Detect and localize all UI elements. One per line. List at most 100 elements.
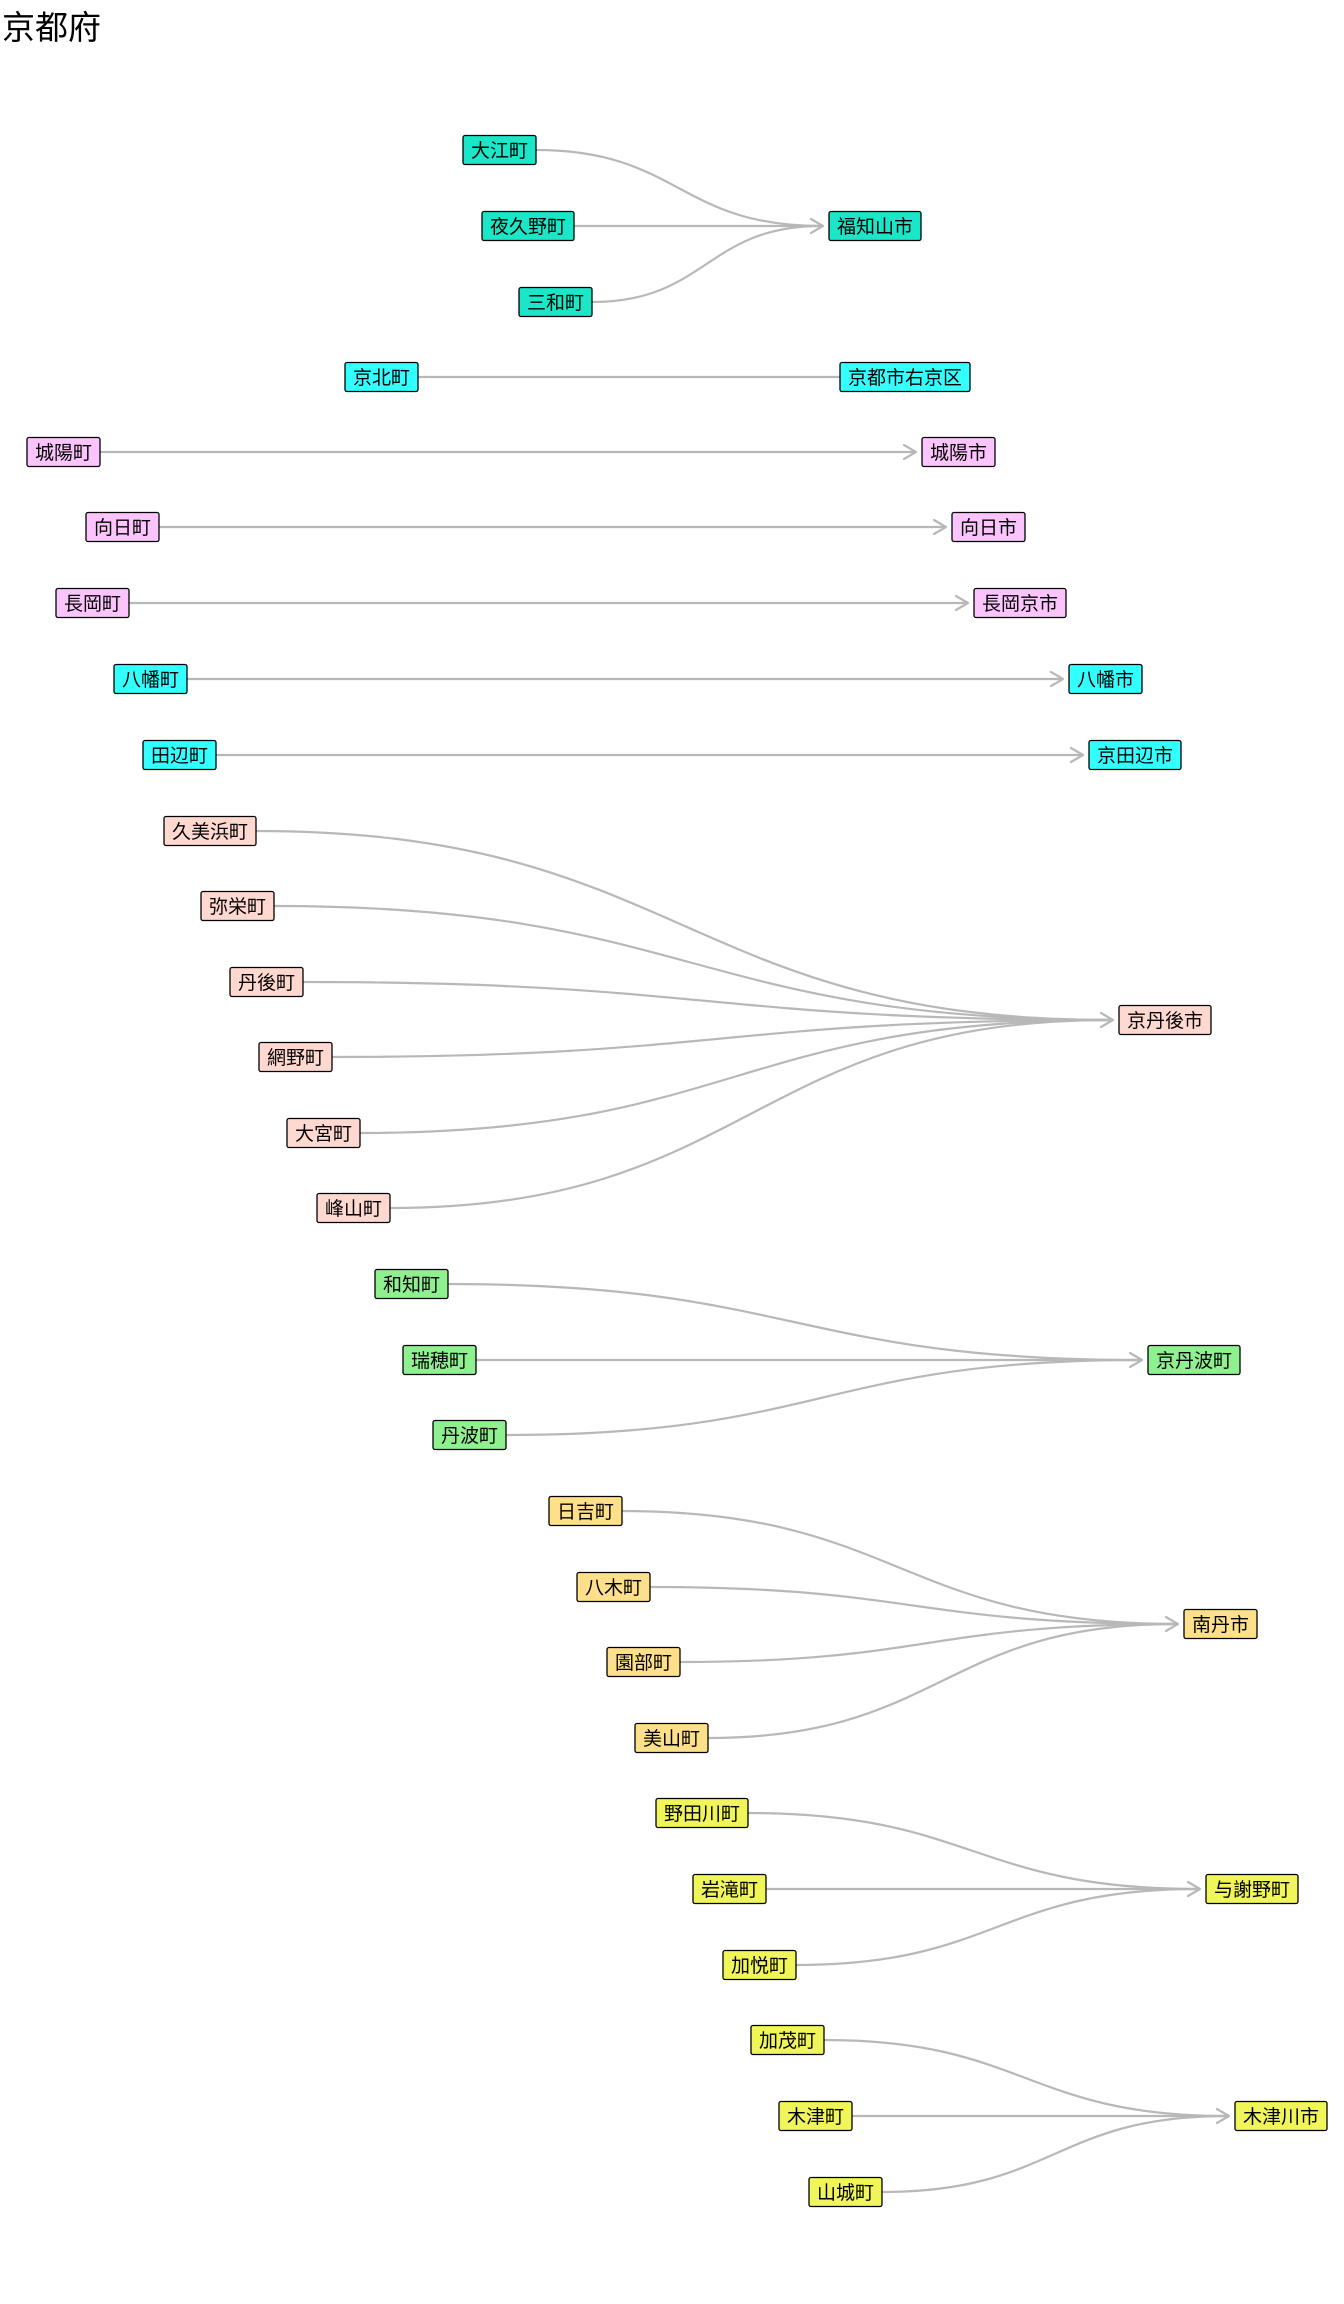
arrowhead-福知山市 [809,217,825,235]
source-node-八木町-label: 八木町 [585,1577,642,1599]
edge-峰山町-to-京丹後市 [389,1018,1112,1210]
source-node-大宮町-box [286,1117,361,1149]
source-node-美山町: 美山町 [634,1722,709,1754]
source-node-野田川町-box [655,1797,749,1829]
target-node-京都市右京区-label: 京都市右京区 [848,367,962,389]
source-node-岩滝町-label: 岩滝町 [701,1879,758,1901]
arrowhead-与謝野町 [1186,1880,1202,1898]
source-node-山城町-box [808,2176,883,2208]
source-node-山城町: 山城町 [808,2176,883,2208]
edge-久美浜町-to-京丹後市 [255,829,1112,1022]
source-node-丹後町-label: 丹後町 [238,972,295,994]
source-node-園部町: 園部町 [606,1646,681,1678]
source-node-加悦町-label: 加悦町 [731,1955,788,1977]
target-node-京都市右京区-box [839,361,971,393]
edge-山城町-to-木津川市 [881,2114,1228,2194]
source-node-城陽町-box [26,436,101,468]
source-node-丹後町: 丹後町 [229,966,304,998]
source-node-八幡町-box [113,663,188,695]
target-node-京田辺市-box [1088,739,1182,771]
source-node-長岡町-box [55,587,130,619]
source-node-京北町: 京北町 [344,361,419,393]
arrowhead-京丹後市 [1099,1011,1115,1029]
source-node-三和町-label: 三和町 [527,292,584,314]
target-node-城陽市: 城陽市 [921,436,996,468]
source-node-夜久野町-box [481,210,575,242]
source-node-久美浜町: 久美浜町 [163,815,257,847]
arrowhead-木津川市 [1215,2107,1231,2125]
target-node-南丹市-label: 南丹市 [1192,1614,1249,1636]
source-node-丹後町-box [229,966,304,998]
source-node-木津町-label: 木津町 [787,2106,844,2128]
edge-八木町-to-南丹市 [649,1585,1177,1626]
source-node-丹波町-label: 丹波町 [441,1425,498,1447]
target-node-長岡京市-label: 長岡京市 [982,593,1058,615]
source-node-丹波町-box [432,1419,507,1451]
target-node-木津川市-label: 木津川市 [1243,2106,1319,2128]
source-node-八幡町: 八幡町 [113,663,188,695]
source-node-夜久野町: 夜久野町 [481,210,575,242]
source-node-久美浜町-label: 久美浜町 [172,821,248,843]
source-node-山城町-label: 山城町 [817,2182,874,2204]
target-node-八幡市: 八幡市 [1068,663,1143,695]
edge-和知町-to-京丹波町 [447,1282,1141,1362]
source-node-和知町-label: 和知町 [383,1274,440,1296]
source-node-田辺町-box [142,739,217,771]
source-node-美山町-box [634,1722,709,1754]
target-node-与謝野町-box [1205,1873,1299,1905]
source-node-弥栄町-box [200,890,275,922]
source-node-京北町-box [344,361,419,393]
edges-layer [100,148,1231,2194]
source-node-大江町-box [462,134,537,166]
source-node-田辺町-label: 田辺町 [151,745,208,767]
edge-丹後町-to-京丹後市 [302,980,1112,1022]
edge-大宮町-to-京丹後市 [359,1018,1112,1135]
source-node-日吉町-box [548,1495,623,1527]
target-node-福知山市-label: 福知山市 [837,216,913,238]
edge-園部町-to-南丹市 [679,1622,1177,1664]
source-node-長岡町: 長岡町 [55,587,130,619]
target-node-京丹後市-box [1118,1004,1212,1036]
source-node-美山町-label: 美山町 [643,1728,700,1750]
source-node-瑞穂町-box [402,1344,477,1376]
target-node-八幡市-label: 八幡市 [1077,669,1134,691]
source-node-田辺町: 田辺町 [142,739,217,771]
target-node-京丹波町: 京丹波町 [1147,1344,1241,1376]
arrowhead-城陽市 [902,443,918,461]
source-node-峰山町-label: 峰山町 [325,1198,382,1220]
source-node-加茂町-box [750,2024,825,2056]
edge-大江町-to-福知山市 [535,148,822,228]
target-node-京都市右京区: 京都市右京区 [839,361,971,393]
target-node-京丹後市-label: 京丹後市 [1127,1010,1203,1032]
source-node-向日町-label: 向日町 [94,517,151,539]
source-node-岩滝町: 岩滝町 [692,1873,767,1905]
target-node-向日市-label: 向日市 [960,517,1017,539]
target-node-京田辺市: 京田辺市 [1088,739,1182,771]
source-node-園部町-box [606,1646,681,1678]
arrowhead-南丹市 [1164,1615,1180,1633]
source-node-野田川町: 野田川町 [655,1797,749,1829]
edge-三和町-to-福知山市 [591,224,822,304]
edge-弥栄町-to-京丹後市 [273,904,1112,1022]
target-node-城陽市-label: 城陽市 [930,442,987,464]
source-node-大江町: 大江町 [462,134,537,166]
source-node-三和町-box [518,286,593,318]
source-node-城陽町-label: 城陽町 [35,442,92,464]
source-node-園部町-label: 園部町 [615,1652,672,1674]
page-title: 京都府 [2,8,101,47]
edge-網野町-to-京丹後市 [331,1018,1112,1059]
source-node-大江町-label: 大江町 [471,140,528,162]
source-node-城陽町: 城陽町 [26,436,101,468]
edge-加茂町-to-木津川市 [823,2038,1228,2118]
edge-加悦町-to-与謝野町 [795,1887,1199,1967]
source-node-日吉町-label: 日吉町 [557,1501,614,1523]
target-node-長岡京市: 長岡京市 [973,587,1067,619]
target-node-木津川市: 木津川市 [1234,2100,1328,2132]
source-node-弥栄町-label: 弥栄町 [209,896,266,918]
target-node-京田辺市-label: 京田辺市 [1097,745,1173,767]
source-node-大宮町: 大宮町 [286,1117,361,1149]
target-node-長岡京市-box [973,587,1067,619]
source-node-瑞穂町-label: 瑞穂町 [411,1350,468,1372]
